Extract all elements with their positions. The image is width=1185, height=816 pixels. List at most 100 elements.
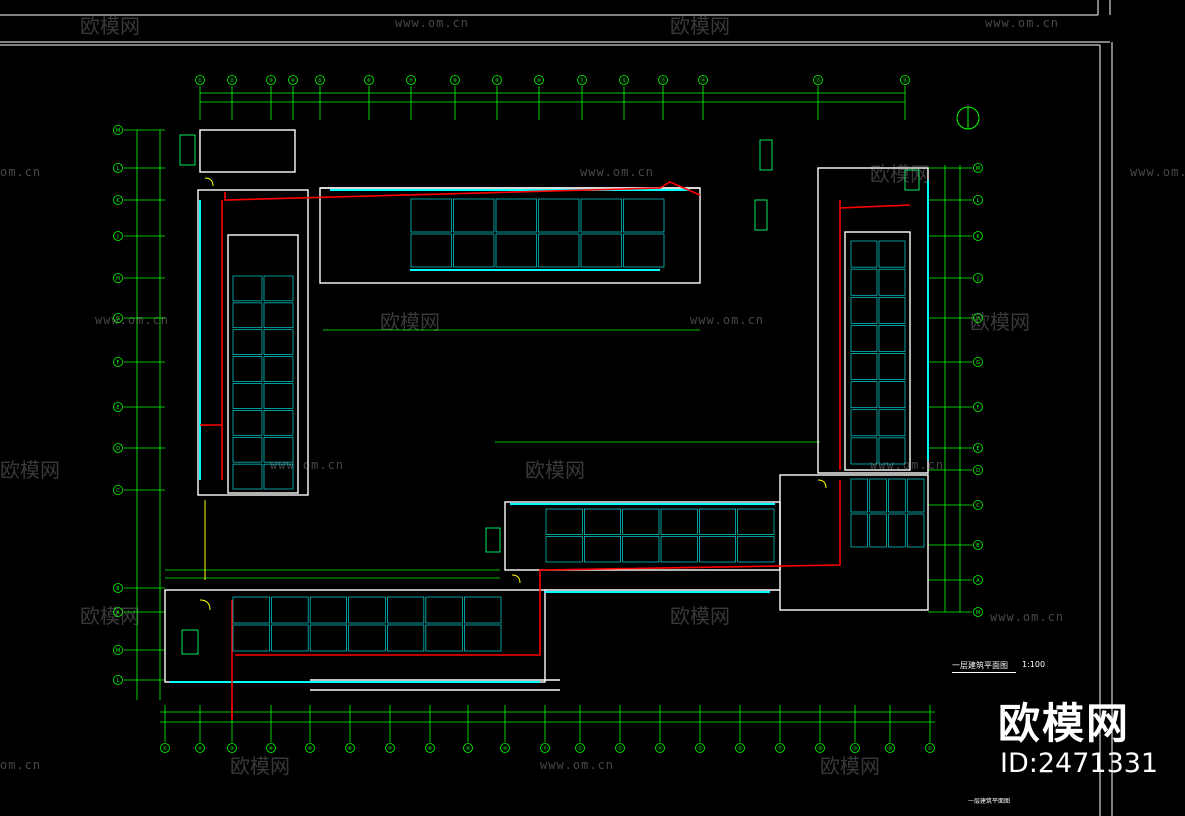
watermark-brand: 欧模网	[80, 604, 140, 628]
axis-bubble-label: ⑯	[737, 745, 742, 752]
axis-bubble-label: ⑪	[579, 77, 584, 84]
axis-bubble-label: D	[976, 468, 980, 474]
axis-bubble-label: ③	[230, 746, 234, 752]
axis-bubble-label: ⑯	[902, 77, 907, 84]
axis-ticks	[124, 86, 972, 742]
room-cell	[232, 624, 270, 652]
room-cell	[622, 508, 660, 535]
axis-bubble: ⑱	[815, 743, 825, 753]
axis-bubble: ⑪	[540, 743, 550, 753]
room-cell	[878, 240, 906, 268]
axis-bubble-label: E	[976, 446, 979, 452]
axis-bubble: ⑯	[735, 743, 745, 753]
room-cell	[538, 198, 580, 233]
room-cell	[850, 478, 869, 513]
axis-bubble-label: ⑭	[657, 745, 662, 752]
room-cell	[906, 478, 925, 513]
axis-bubble: ⑧	[425, 743, 435, 753]
axis-bubble: ⑭	[655, 743, 665, 753]
watermark-url: www.om.cn	[95, 313, 170, 327]
axis-bubble-label: ⑰	[777, 745, 782, 752]
axis-bubble-label: L	[977, 198, 980, 204]
room-cell	[263, 302, 294, 329]
room-cell	[906, 513, 925, 548]
axis-bubble-label: ⑤	[308, 746, 312, 752]
room-cell	[623, 233, 665, 268]
room-cell	[263, 356, 294, 382]
axis-bubble-label: A	[116, 610, 120, 616]
axis-bubble-label: ⑲	[852, 745, 857, 752]
watermark-url: www.om.cn	[990, 610, 1065, 624]
axis-bubble: ⑥	[345, 743, 355, 753]
axis-bubble-label: H	[976, 316, 980, 322]
axis-bubble: ⑩	[500, 743, 510, 753]
pipe-lines	[200, 181, 911, 720]
axis-bubble: H	[113, 273, 123, 283]
axis-bubble: ⑯	[900, 75, 910, 85]
axis-bubble: ②	[195, 743, 205, 753]
axis-bubble: F	[973, 402, 983, 412]
axis-bubble: C	[113, 485, 123, 495]
watermark-url: www.om.cn	[270, 458, 345, 472]
room-cell	[869, 513, 887, 548]
axis-bubble-label: ⑩	[503, 746, 508, 752]
axis-bubble: ⑤	[305, 743, 315, 753]
room-cell	[545, 536, 583, 563]
axis-bubble-label: J	[976, 276, 978, 282]
room-cell	[538, 233, 580, 268]
watermark-brand: 欧模网	[870, 162, 930, 186]
axis-bubble: ⑬	[615, 743, 625, 753]
axis-bubble-label: M	[976, 610, 980, 616]
room-cell	[580, 233, 622, 268]
axis-bubble-label: ⑬	[660, 77, 665, 84]
axis-bubble: B	[113, 583, 123, 593]
axis-bubble: C	[973, 500, 983, 510]
watermark-brand: 欧模网	[80, 14, 140, 38]
room-cell	[425, 624, 463, 652]
room-cell	[232, 463, 263, 490]
axis-bubble-label: ⑩	[537, 78, 542, 84]
axis-bubble-label: C	[116, 488, 120, 494]
watermark-brand: 欧模网	[380, 310, 440, 334]
model-id: ID:2471331	[1000, 748, 1159, 779]
building-walls	[164, 129, 929, 691]
axis-bubble: ④	[288, 75, 298, 85]
axis-bubble-label: M	[116, 648, 120, 654]
room-cell	[232, 596, 270, 624]
room-cell	[878, 268, 906, 296]
room-cell	[660, 508, 698, 535]
room-cell	[850, 240, 878, 268]
axis-bubble: ⑨	[492, 75, 502, 85]
axis-bubble: A	[973, 575, 983, 585]
watermark-url: www.om.cn	[580, 165, 655, 179]
room-cell	[263, 410, 294, 436]
room-cell	[699, 536, 736, 563]
axis-bubble: ⑩	[534, 75, 544, 85]
axis-bubble: ⑤	[315, 75, 325, 85]
axis-bubble-label: B	[116, 586, 120, 592]
axis-bubble-label: ⑥	[348, 746, 353, 752]
axis-bubble-label: B	[976, 543, 980, 549]
doors	[199, 177, 827, 611]
axis-bubble: J	[113, 231, 123, 241]
axis-bubble: ④	[266, 743, 276, 753]
axis-bubble-label: ⑦	[388, 746, 393, 752]
brand-logo: 欧模网	[998, 699, 1131, 748]
axis-bubble: ⑳	[885, 743, 895, 753]
room-cell	[850, 296, 878, 324]
watermark-url: www.om.cn	[540, 758, 615, 772]
room-cell	[232, 275, 263, 302]
windows	[170, 180, 929, 683]
room-cell	[850, 268, 878, 296]
watermark-brand: 欧模网	[525, 458, 585, 482]
room-cell	[410, 198, 452, 233]
axis-bubble: E	[973, 443, 983, 453]
watermark-brand: 欧模网	[230, 754, 290, 778]
room-cell	[584, 536, 621, 563]
room-cell	[309, 596, 348, 624]
axis-bubble-label: ④	[269, 746, 274, 752]
axis-bubble: F	[113, 357, 123, 367]
axis-bubble: L	[113, 675, 123, 685]
